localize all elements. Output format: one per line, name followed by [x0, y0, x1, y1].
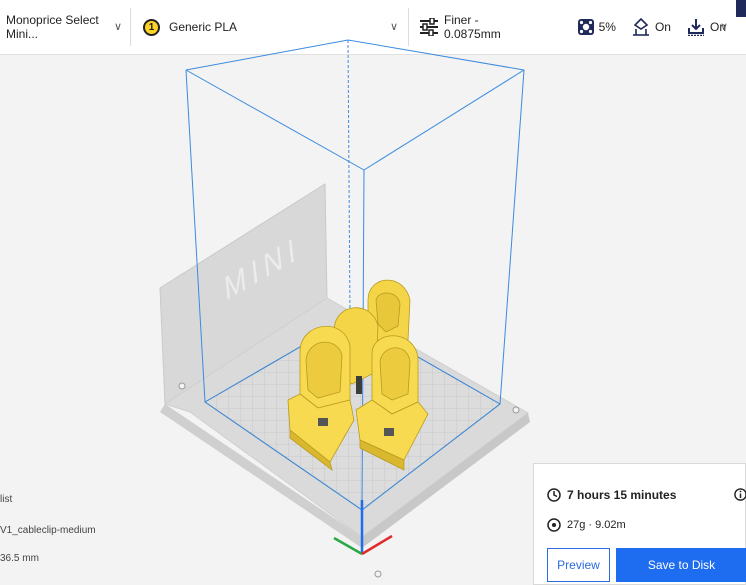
material-name: Generic PLA — [169, 20, 238, 34]
extruder-badge: 1 — [143, 18, 160, 36]
support-icon — [632, 18, 650, 36]
3d-viewport[interactable]: MINI — [0, 39, 746, 585]
printer-selector[interactable]: Monoprice Select Mini... ∨ — [0, 0, 130, 54]
print-summary-panel: 7 hours 15 minutes 27g · 9.02m Preview S… — [533, 463, 746, 585]
chevron-down-icon: ∨ — [390, 21, 399, 33]
material-selector[interactable]: 1 Generic PLA ∨ — [131, 0, 408, 54]
model-group — [287, 279, 429, 472]
material-usage: 27g · 9.02m — [567, 519, 626, 531]
object-dimensions: 36.5 mm — [0, 553, 39, 564]
sliders-icon — [419, 18, 439, 36]
object-list-label[interactable]: list — [0, 494, 13, 505]
corner-tab — [736, 0, 746, 17]
print-settings-selector[interactable]: Finer - 0.0875mm 5% — [409, 0, 746, 54]
divider — [408, 8, 409, 46]
printer-name: Monoprice Select Mini... — [6, 13, 99, 41]
chevron-down-icon: ∨ — [114, 21, 123, 33]
spool-icon — [547, 518, 561, 532]
axis-gizmo — [333, 500, 393, 556]
chevron-down-icon: ∨ — [719, 21, 728, 33]
preview-button[interactable]: Preview — [547, 548, 610, 582]
save-to-disk-button[interactable]: Save to Disk — [616, 548, 746, 582]
info-icon[interactable] — [734, 488, 746, 501]
infill-value: 5% — [598, 20, 616, 34]
print-time: 7 hours 15 minutes — [567, 488, 677, 502]
infill-icon — [577, 19, 594, 35]
divider — [130, 8, 131, 46]
profile-label: Finer - 0.0875mm — [444, 13, 501, 41]
adhesion-icon — [687, 18, 705, 36]
object-name[interactable]: V1_cableclip-medium — [0, 525, 96, 536]
top-toolbar: Monoprice Select Mini... ∨ 1 Generic PLA… — [0, 0, 746, 55]
info-button[interactable] — [734, 488, 746, 501]
clock-icon — [547, 488, 561, 502]
adhesion-value: On — [709, 20, 726, 34]
support-value: On — [654, 20, 671, 34]
